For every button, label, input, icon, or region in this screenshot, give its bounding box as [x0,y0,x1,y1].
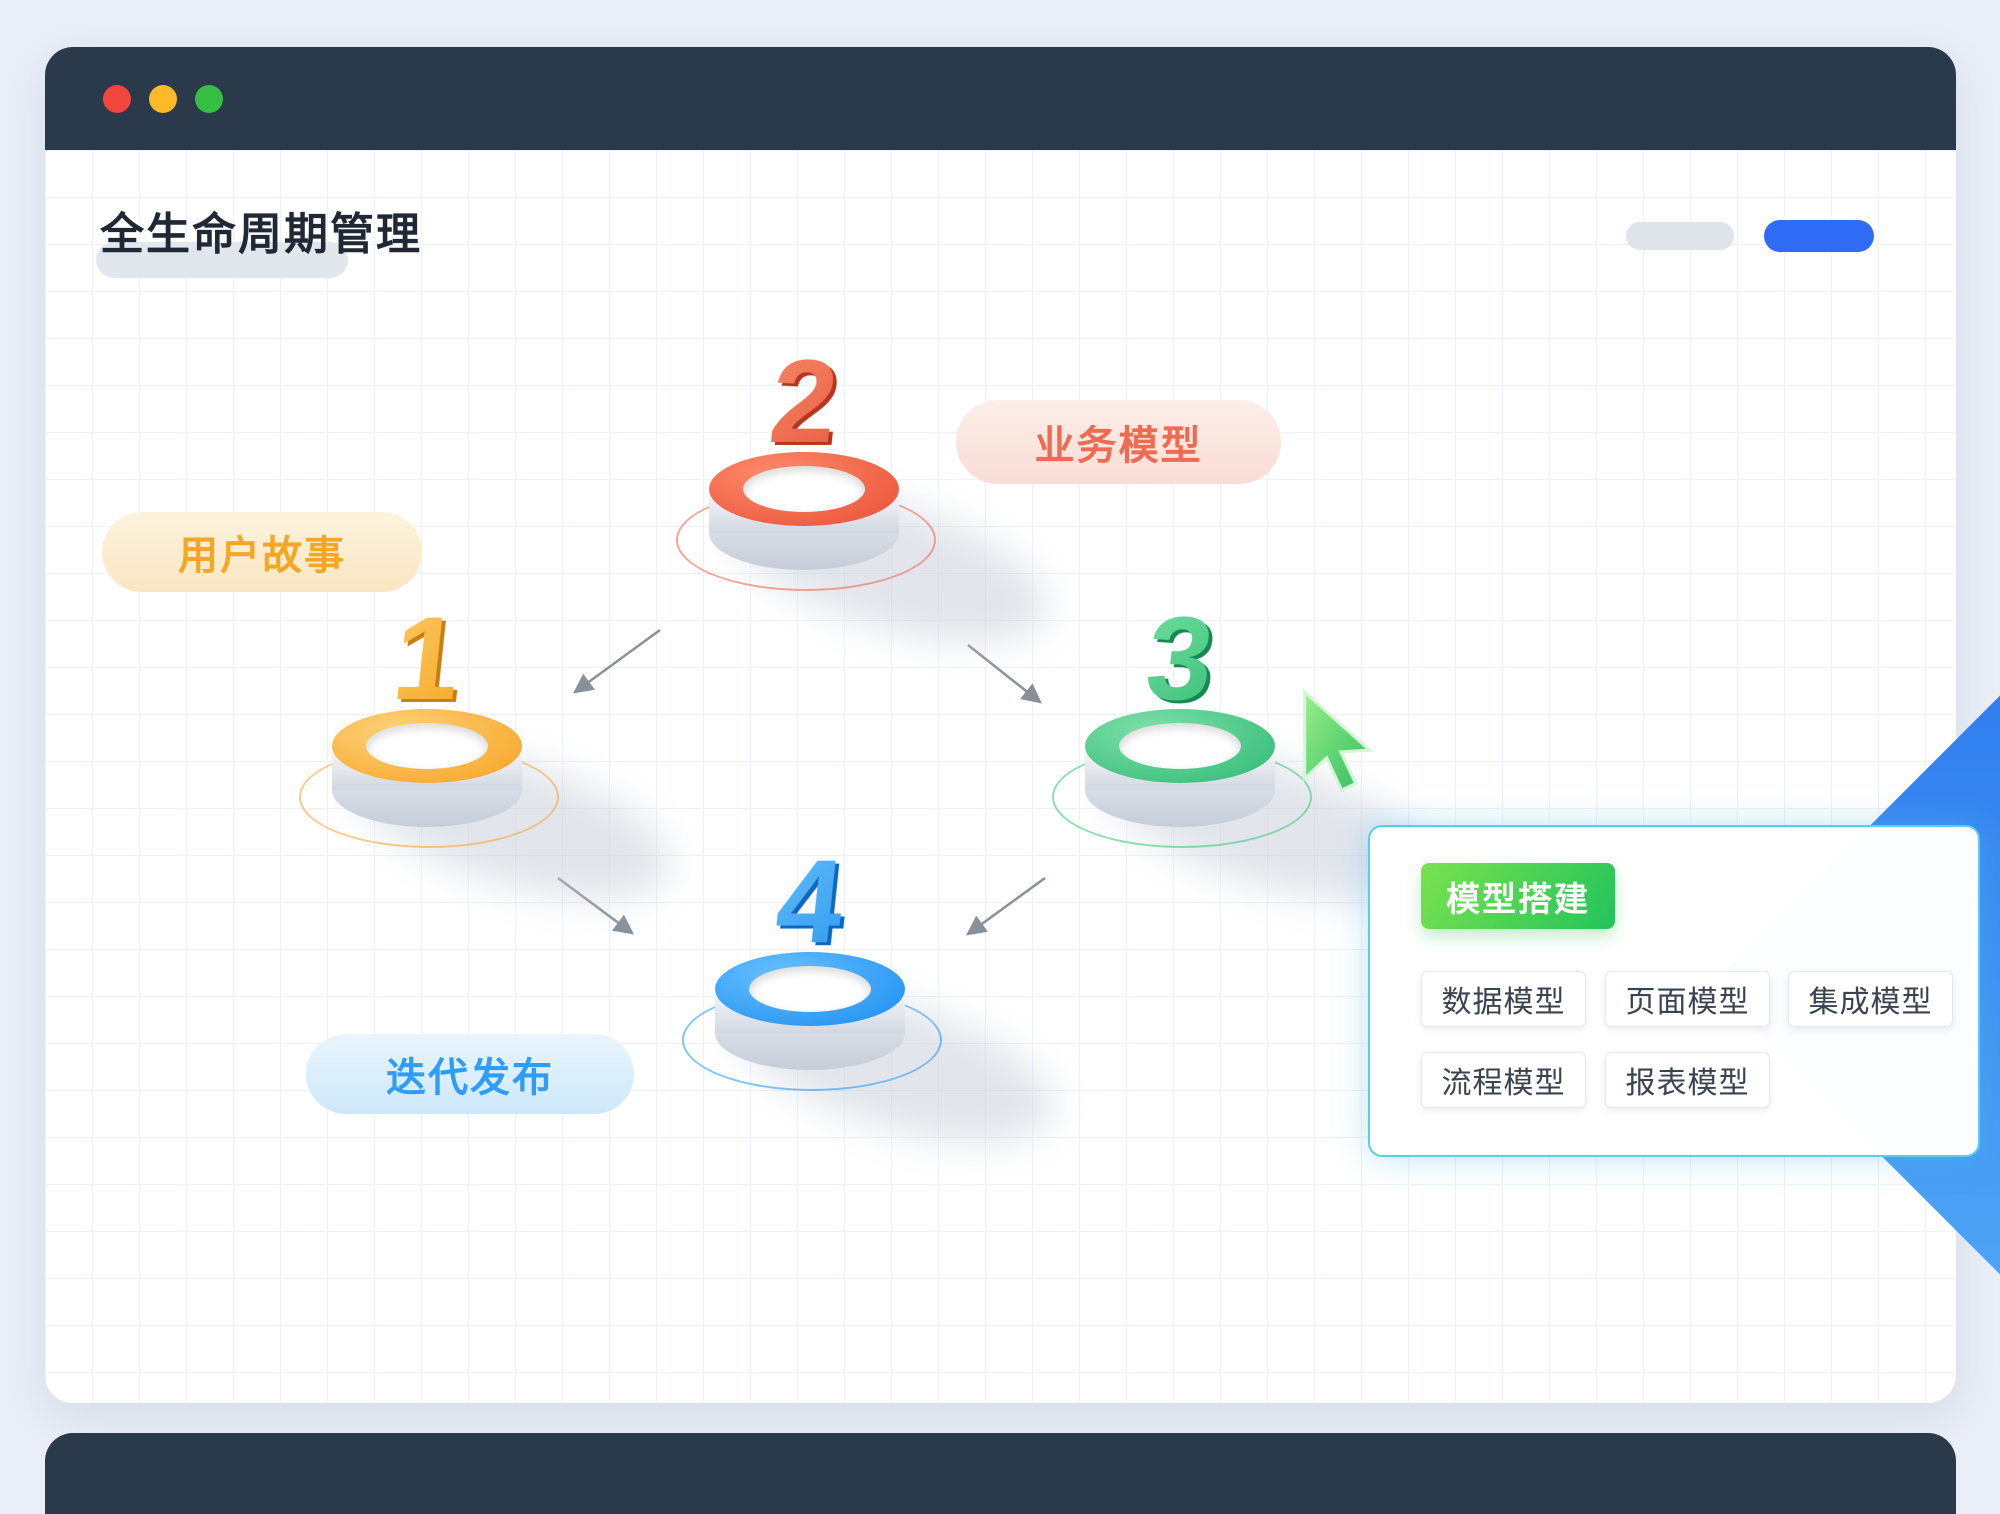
model-build-button[interactable]: 模型搭建 [1421,863,1615,929]
toolbar-pill-blue[interactable] [1764,220,1874,252]
step-number: 4 [654,836,966,968]
title-block: 全生命周期管理 [96,198,422,278]
podium-top [709,452,899,526]
window-control-maximize-icon[interactable] [195,84,223,113]
podium-top [715,952,905,1026]
toolbar-pill-gray[interactable] [1626,222,1734,250]
podium-top [332,709,522,783]
window-titlebar [45,47,1956,150]
label-user-story: 用户故事 [102,512,422,592]
step-number: 3 [1024,593,1336,725]
process-model-button[interactable]: 流程模型 [1421,1052,1586,1108]
podium-step-3: 3 [1030,593,1442,932]
browser-window: 全生命周期管理 1 [45,47,1956,1403]
podium-step-1: 1 [277,593,689,932]
report-model-button[interactable]: 报表模型 [1605,1052,1770,1108]
podium-step-4: 4 [660,836,1072,1175]
podium-step-2: 2 [654,336,1066,675]
bottom-window-titlebar [45,1433,1956,1514]
page-title: 全生命周期管理 [100,210,422,259]
window-content: 全生命周期管理 1 [45,150,1956,1403]
model-popup-card: 模型搭建 数据模型 页面模型 集成模型 流程模型 报表模型 [1368,825,1980,1157]
label-business-model: 业务模型 [956,400,1281,484]
window-control-minimize-icon[interactable] [149,84,177,113]
integration-model-button[interactable]: 集成模型 [1788,971,1953,1027]
window-control-close-icon[interactable] [103,84,131,113]
data-model-button[interactable]: 数据模型 [1421,971,1586,1027]
page-model-button[interactable]: 页面模型 [1605,971,1770,1027]
step-number: 2 [648,336,960,468]
label-iteration-release: 迭代发布 [306,1034,634,1114]
step-number: 1 [271,593,583,725]
podium-top [1085,709,1275,783]
cursor-pointer-icon [1292,688,1388,803]
title-highlight [96,242,348,278]
